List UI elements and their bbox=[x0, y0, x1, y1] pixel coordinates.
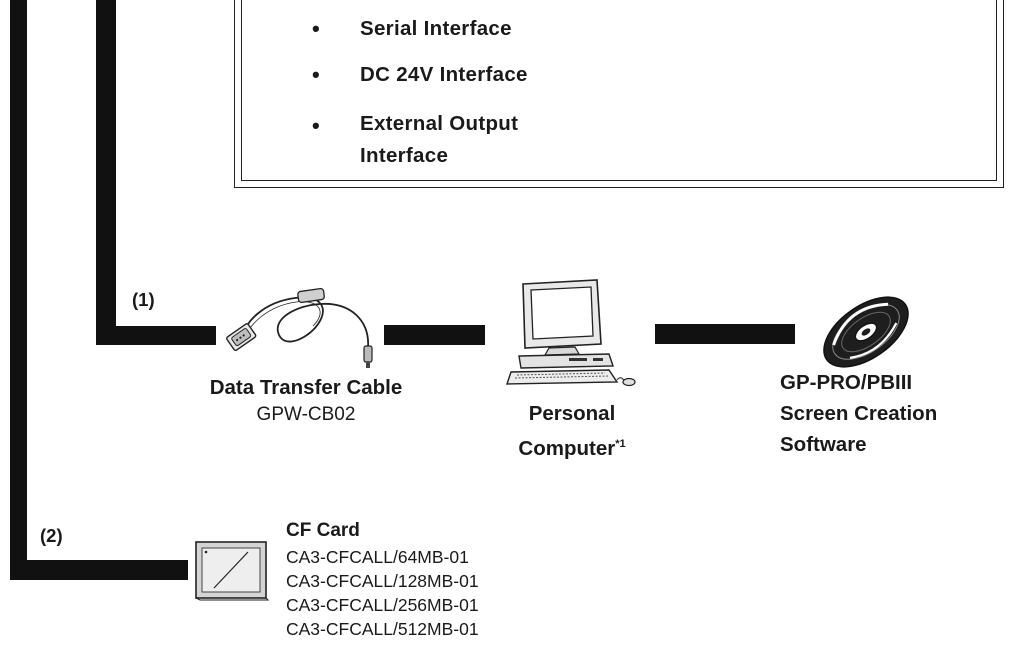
bullet-icon: • bbox=[312, 113, 321, 138]
cf-card-model: CA3-CFCALL/256MB-01 bbox=[286, 595, 479, 615]
bullet-icon: • bbox=[312, 62, 321, 87]
cable-name: Data Transfer Cable bbox=[209, 376, 403, 399]
software-label: GP-PRO/PBIII Screen Creation Software bbox=[780, 367, 1008, 460]
interface-box-outer-frame bbox=[234, 0, 1004, 188]
interface-item-dc24v: • DC 24V Interface bbox=[312, 62, 590, 87]
footnote-marker: *1 bbox=[615, 438, 626, 450]
path2-horizontal-line bbox=[10, 560, 188, 580]
computer-label-line1: Personal bbox=[528, 402, 616, 425]
cf-card-model: CA3-CFCALL/128MB-01 bbox=[286, 571, 479, 591]
bullet-icon: • bbox=[312, 16, 321, 41]
path2-vertical-line bbox=[10, 0, 27, 580]
software-label-line2: Screen Creation bbox=[780, 402, 938, 425]
interface-label: DC 24V Interface bbox=[360, 63, 528, 86]
path1-vertical-line bbox=[96, 0, 116, 345]
cf-card-model: CA3-CFCALL/512MB-01 bbox=[286, 619, 479, 639]
software-cd-icon bbox=[823, 296, 909, 368]
computer-label: Personal Computer*1 bbox=[482, 398, 662, 464]
path1-label: (1) bbox=[132, 289, 155, 310]
data-transfer-cable-icon bbox=[226, 287, 373, 368]
interface-label-line1: External Output bbox=[360, 112, 519, 135]
personal-computer-icon bbox=[506, 279, 636, 387]
interface-item-external-output: • External Output Interface bbox=[312, 108, 590, 172]
path2-label: (2) bbox=[40, 525, 63, 546]
interface-label-line2: Interface bbox=[360, 144, 449, 167]
interface-box-inner-frame bbox=[241, 0, 997, 181]
cable-to-computer-line bbox=[384, 325, 485, 345]
interface-list: • Serial Interface • DC 24V Interface • … bbox=[312, 16, 590, 172]
computer-label-line2: Computer*1 bbox=[482, 429, 662, 464]
computer-label-text: Computer bbox=[518, 436, 616, 460]
interface-item-serial: • Serial Interface bbox=[312, 16, 590, 41]
cf-card-info: CF Card CA3-CFCALL/64MB-01 CA3-CFCALL/12… bbox=[286, 520, 479, 641]
cf-card-icon bbox=[195, 541, 270, 601]
computer-to-software-line bbox=[655, 324, 795, 344]
cable-model: GPW-CB02 bbox=[256, 404, 356, 425]
cf-card-model: CA3-CFCALL/64MB-01 bbox=[286, 547, 469, 567]
interface-label: Serial Interface bbox=[360, 17, 512, 40]
software-label-line1: GP-PRO/PBIII bbox=[780, 371, 913, 394]
path1-horizontal-line bbox=[96, 326, 216, 345]
cf-card-title: CF Card bbox=[286, 520, 360, 541]
software-label-line3: Software bbox=[780, 433, 867, 456]
